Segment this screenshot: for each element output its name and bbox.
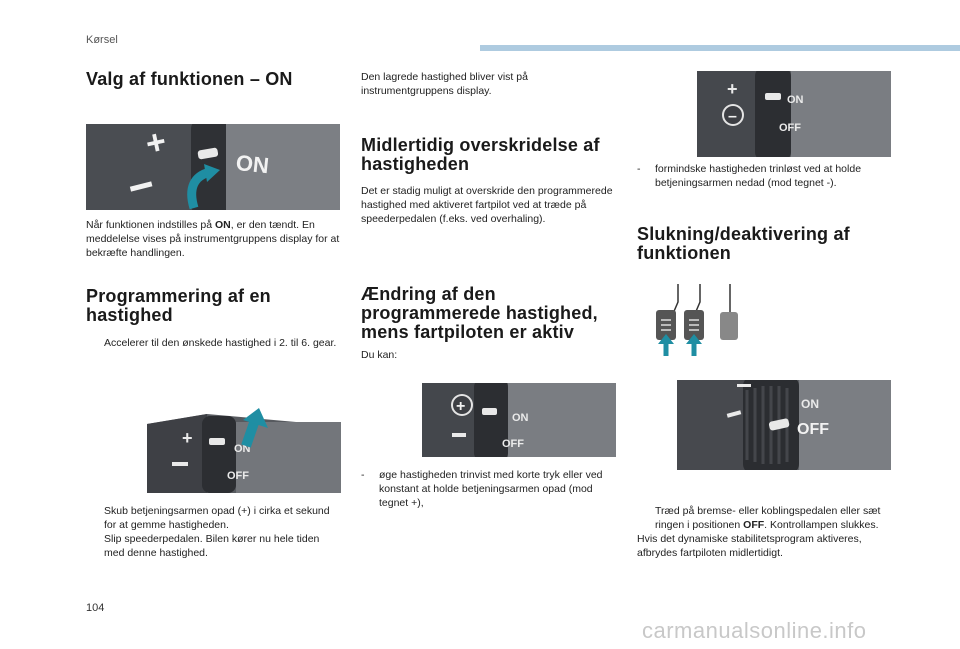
illustration-lever-off: ON OFF — [677, 380, 891, 470]
svg-text:ON: ON — [235, 150, 270, 178]
svg-text:OFF: OFF — [227, 470, 249, 482]
dash-decrease-speed: - formindske hastigheden trinløst ved at… — [637, 163, 862, 189]
svg-text:OFF: OFF — [779, 122, 801, 134]
illustration-lever-up: + ON OFF — [147, 406, 341, 493]
paragraph-esp: Hvis det dynamiske stabilitetsprogram ak… — [637, 533, 862, 559]
heading-on: Valg af funktionen – ON — [86, 69, 293, 89]
illustration-pedals — [652, 282, 752, 360]
paragraph-overspeed: Det er stadig muligt at overskride den p… — [361, 185, 613, 225]
bullet-mark — [86, 532, 96, 560]
svg-text:+: + — [182, 428, 193, 448]
paragraph-on: Når funktionen indstilles på ON, er den … — [86, 219, 340, 259]
header-bar — [480, 45, 960, 51]
svg-text:–: – — [728, 108, 737, 125]
heading-off: Slukning/deaktivering af funktionen — [637, 224, 850, 263]
svg-text:OFF: OFF — [797, 421, 829, 438]
svg-text:ON: ON — [801, 397, 819, 411]
illustration-lever-on: + ON — [86, 124, 340, 210]
bullet-mark — [86, 504, 96, 532]
dash-mark: - — [637, 163, 641, 175]
heading-change-speed: Ændring af den programmerede hastighed, … — [361, 284, 598, 342]
dash-mark: - — [361, 469, 365, 481]
bullet-push-lever: Skub betjeningsarmen opad (+) i cirka et… — [86, 504, 342, 532]
illustration-lever-plus: + ON OFF — [422, 383, 616, 457]
bullet-release-pedal: Slip speederpedalen. Bilen kører nu hele… — [86, 532, 342, 560]
page-number: 104 — [86, 602, 105, 614]
paragraph-du-kan: Du kan: — [361, 349, 398, 361]
bullet-mark — [637, 504, 647, 532]
bullet-mark — [86, 336, 96, 350]
illustration-lever-minus: + – ON OFF — [697, 71, 891, 157]
svg-text:+: + — [727, 79, 738, 99]
paragraph-saved-speed: Den lagrede hastighed bliver vist på ins… — [361, 71, 528, 97]
svg-text:OFF: OFF — [502, 438, 524, 450]
section-label: Kørsel — [86, 34, 118, 46]
heading-overspeed: Midlertidig overskridelse af hastigheden — [361, 135, 600, 174]
svg-text:ON: ON — [787, 94, 804, 106]
watermark: carmanualsonline.info — [642, 618, 867, 643]
dash-increase-speed: - øge hastigheden trinvist med korte try… — [361, 469, 603, 509]
bullet-accelerate: Accelerer til den ønskede hastighed i 2.… — [86, 336, 342, 350]
heading-programming: Programmering af en hastighed — [86, 286, 271, 325]
svg-text:+: + — [456, 398, 465, 415]
bullet-brake-pedal: Træd på bremse- eller koblingspedalen el… — [637, 504, 893, 532]
svg-text:ON: ON — [512, 412, 529, 424]
